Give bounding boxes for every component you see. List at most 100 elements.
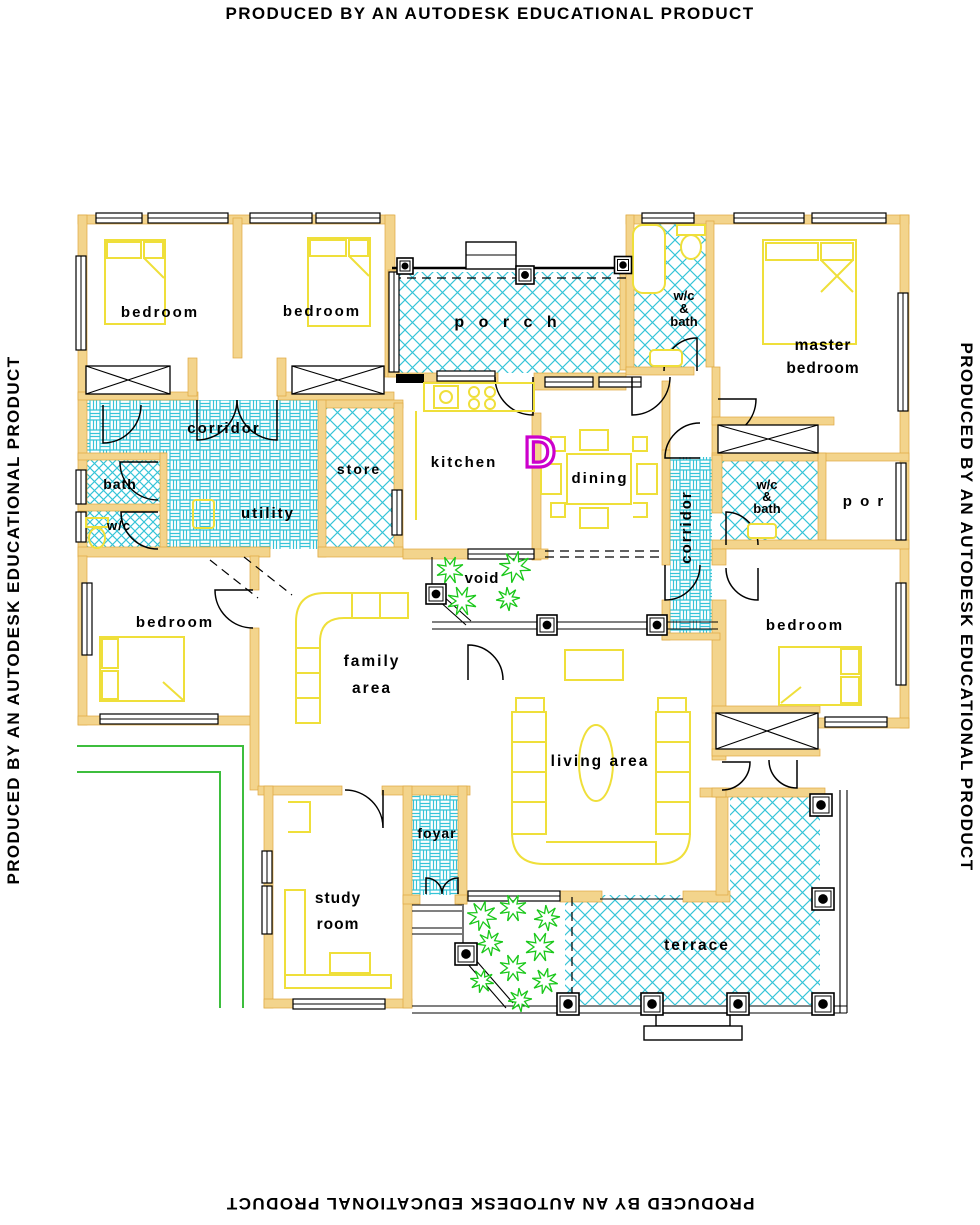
label-utility: utility [241, 505, 295, 522]
column [536, 614, 558, 636]
plant-icon [467, 901, 497, 931]
label-wc-bath-right: w/c&bath [753, 477, 781, 516]
plant-icon [499, 954, 527, 982]
door-bedroom1 [196, 399, 238, 441]
toilet-top [676, 224, 706, 260]
void-colonnade-line [432, 621, 718, 630]
column [425, 583, 447, 605]
doors [102, 337, 798, 895]
plant-icon [495, 586, 521, 612]
label-foyar: foyar [417, 825, 456, 841]
stair-dash [209, 556, 293, 599]
door-living-terrace [721, 761, 751, 791]
door-bedroom-right [768, 759, 798, 789]
column [454, 942, 478, 966]
bed-mid-left [99, 636, 185, 702]
site-lines [209, 241, 848, 1041]
wardrobe-bedroom-right [715, 712, 819, 750]
plant-icon [436, 556, 464, 584]
column [811, 992, 835, 1016]
plant-icon [525, 932, 555, 962]
terrace-upper-floor [730, 795, 820, 895]
entry-walkway [412, 904, 462, 935]
bed-master [762, 239, 857, 345]
corridor-right-floor [670, 457, 712, 633]
furniture [85, 224, 862, 989]
column [646, 614, 668, 636]
plants [436, 551, 561, 1013]
washing-machine [192, 499, 215, 529]
column [726, 992, 750, 1016]
store-floor [326, 408, 394, 549]
terrace-floor [565, 895, 820, 1005]
door-bedroom-mid [214, 589, 254, 629]
label-door-marker-d: D [524, 428, 556, 477]
door-hall-south-1 [664, 564, 701, 601]
wardrobe-1 [85, 365, 171, 395]
door-foyar [425, 877, 459, 895]
label-bedroom-top-left-2: bedroom [283, 303, 361, 320]
coffee-table [578, 724, 614, 802]
dining-table [540, 429, 658, 529]
column [811, 887, 835, 911]
door-study [344, 789, 384, 829]
label-bedroom-top-left-1: bedroom [121, 304, 199, 321]
door-family [467, 644, 504, 681]
door-hall [631, 376, 671, 416]
bath-floor [87, 460, 160, 504]
plant-icon [507, 987, 533, 1013]
toilet-wc-left [85, 517, 109, 549]
bed-top-left-2 [307, 237, 371, 327]
terrace-step-2 [643, 1025, 743, 1041]
label-bath-left: bath [103, 476, 137, 492]
door-bath [119, 461, 159, 501]
plant-icon [470, 969, 494, 993]
sofa-living [511, 649, 691, 865]
label-dining: dining [572, 470, 629, 487]
wardrobe-master [717, 424, 819, 454]
door-hall-south-2 [725, 567, 759, 601]
column [613, 255, 633, 275]
column [640, 992, 664, 1016]
windows [75, 212, 909, 1010]
label-porch: p o r c h [454, 314, 561, 331]
bathtub-top [632, 224, 666, 294]
study-desk [284, 801, 392, 989]
label-living-area: living area [551, 753, 650, 770]
plant-icon [499, 894, 527, 922]
terrace-colonnade-right [839, 790, 848, 1013]
door-wc [120, 511, 159, 550]
label-kitchen: kitchen [431, 454, 498, 471]
watermark-top: PRODUCED BY AN AUTODESK EDUCATIONAL PROD… [225, 4, 755, 23]
label-por: p o r [843, 493, 886, 510]
label-terrace: terrace [664, 937, 730, 954]
label-void: void [465, 570, 500, 587]
door-corridor-right [664, 422, 701, 459]
label-corridor-left: corridor [187, 420, 261, 437]
sink-right [747, 523, 777, 539]
plant-icon [532, 968, 558, 994]
column [809, 793, 833, 817]
sofa-family [295, 592, 409, 724]
label-bedroom-mid-left: bedroom [136, 614, 214, 631]
porch-floor [398, 272, 620, 373]
column [396, 257, 414, 275]
column [556, 992, 580, 1016]
kitchen-counter [396, 374, 535, 520]
sink-top [649, 349, 683, 367]
plant-icon [499, 551, 531, 583]
door-kitchen [494, 376, 534, 416]
terrace-colonnade-bottom [412, 1005, 847, 1014]
dining-open-boundary [545, 550, 660, 558]
utility-floor [167, 453, 318, 549]
door-bedroom2 [236, 399, 278, 441]
fridge [396, 374, 424, 383]
label-wc-left: w/c [106, 518, 131, 533]
bed-right [778, 646, 862, 706]
wardrobes [85, 365, 819, 750]
site-boundary [77, 745, 244, 1008]
